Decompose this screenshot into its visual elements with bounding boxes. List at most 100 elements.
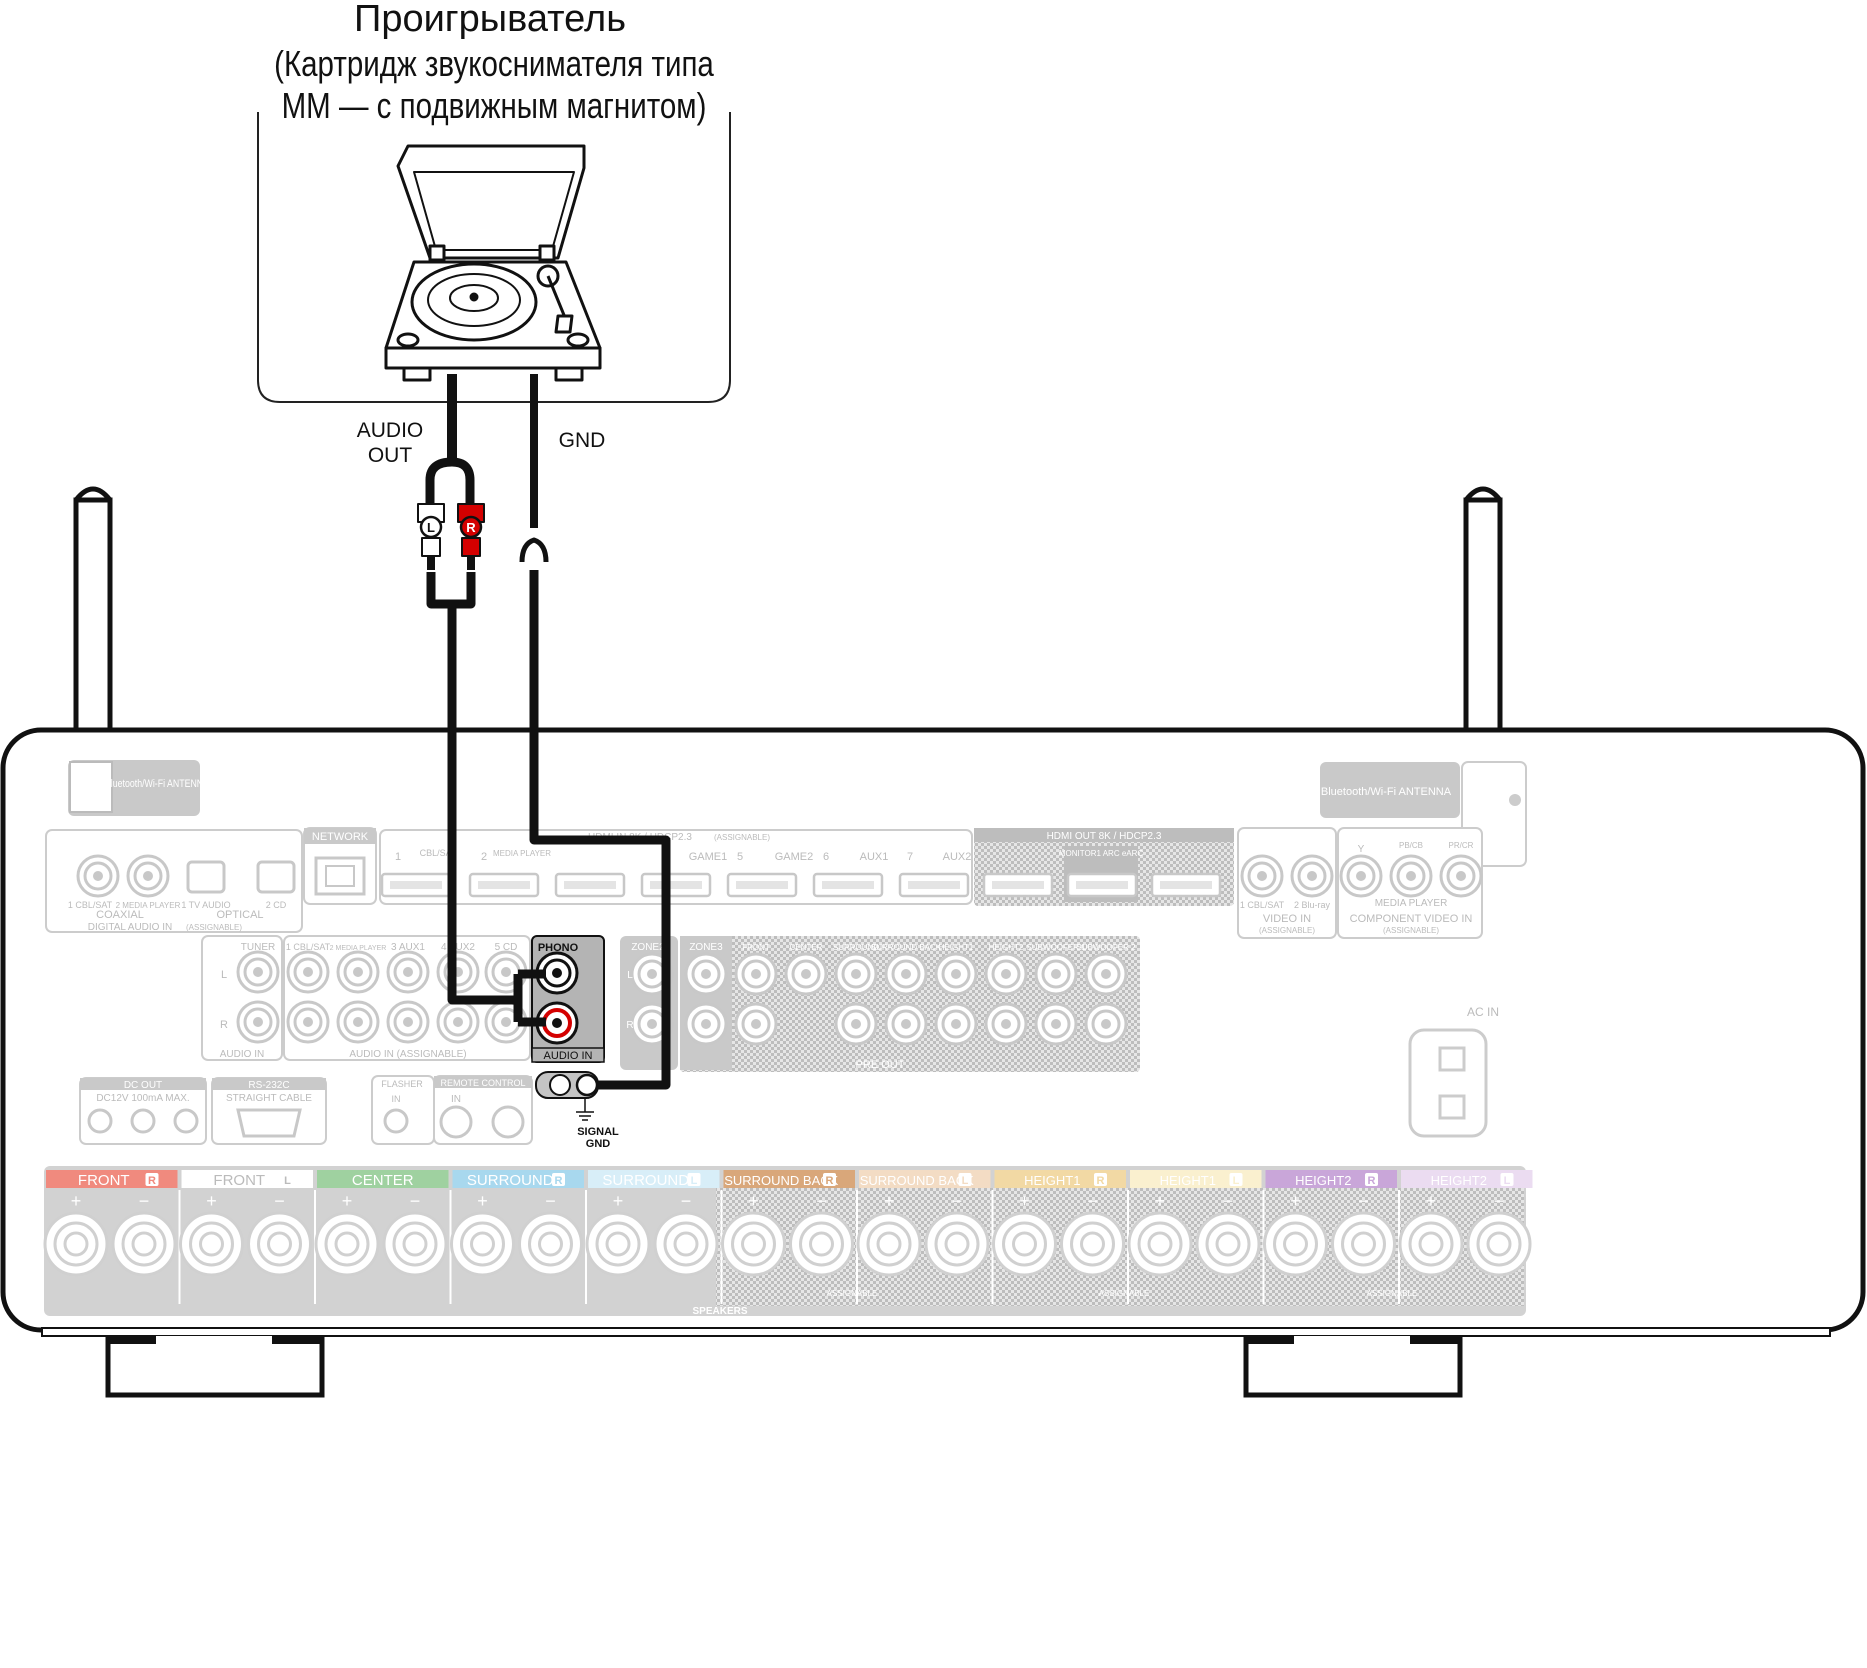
speaker-group-label: SURROUND BACK	[860, 1173, 974, 1188]
minus-sign: −	[139, 1191, 150, 1211]
minus-sign: −	[274, 1191, 285, 1211]
minus-sign: −	[681, 1191, 692, 1211]
speaker-group-label: CENTER	[352, 1172, 414, 1189]
pre-out-jack	[934, 1002, 978, 1046]
plus-sign: +	[748, 1191, 759, 1211]
assignable-label-2: ASSIGNABLE	[1099, 1289, 1150, 1298]
component-pr-label: PR/CR	[1449, 841, 1474, 850]
speaker-terminal-plus	[1127, 1211, 1193, 1277]
audio-in-5-label: 5 CD	[495, 942, 518, 953]
hdmi-in-1-num: 1	[395, 851, 401, 863]
pre-out-label-8: SUBWOOFER 2	[1076, 943, 1136, 952]
speaker-channel-badge: R	[1368, 1175, 1376, 1187]
speaker-terminal-plus	[314, 1211, 380, 1277]
speaker-channel-badge: R	[826, 1175, 834, 1187]
turntable-group: Проигрыватель (Картридж звукоснимателя т…	[257, 0, 731, 403]
digital-label-4: 2 CD	[266, 900, 287, 910]
turntable-bracket	[257, 112, 731, 403]
dc-out-label: DC OUT	[124, 1080, 162, 1091]
signal-gnd-terminal[interactable]: SIGNAL GND	[535, 1071, 619, 1150]
plus-sign: +	[1155, 1191, 1166, 1211]
pre-out-jack	[734, 952, 778, 996]
hdmi-in-2-label: MEDIA PLAYER	[493, 849, 551, 858]
plus-sign: +	[1426, 1191, 1437, 1211]
speaker-terminal-plus	[721, 1211, 786, 1277]
remote-out-label: OUT	[497, 1094, 518, 1105]
receiver-rear-panel: Bluetooth/Wi-Fi ANTENNA Bluetooth/Wi-Fi …	[0, 486, 1866, 1398]
coaxial-label: COAXIAL	[96, 909, 144, 921]
minus-sign: −	[410, 1191, 421, 1211]
pre-out-jack	[1084, 1002, 1128, 1046]
flasher-in-label: IN	[392, 1094, 401, 1104]
plug-r-label: R	[466, 520, 476, 535]
network-label: NETWORK	[312, 831, 369, 843]
audio-in-2-label: 2 MEDIA PLAYER	[330, 945, 387, 952]
pre-out-jack	[1084, 952, 1128, 996]
speaker-terminal-plus	[1263, 1211, 1328, 1277]
pre-out-jack	[1034, 1002, 1078, 1046]
speaker-terminal-minus	[653, 1211, 719, 1277]
minus-sign: −	[1358, 1191, 1369, 1211]
rca-plug-l: L	[417, 503, 445, 570]
hdmi-in-assignable: (ASSIGNABLE)	[714, 833, 770, 842]
speaker-terminal-minus	[789, 1211, 854, 1277]
speaker-channel-badge: R	[148, 1175, 156, 1187]
pre-out-jack	[884, 1002, 928, 1046]
speaker-channel-badge: R	[1097, 1175, 1105, 1187]
video-label-2: 2 Blu-ray	[1294, 900, 1331, 910]
audio-out-label-2: OUT	[368, 444, 413, 467]
plus-sign: +	[884, 1191, 895, 1211]
digital-audio-in-label: DIGITAL AUDIO IN	[88, 922, 172, 933]
speaker-terminal-minus	[382, 1211, 448, 1277]
pre-out-jack	[934, 952, 978, 996]
zone2-label: ZONE2	[631, 942, 665, 953]
plus-sign: +	[1019, 1191, 1030, 1211]
hdmi-in-7-num: 7	[907, 851, 913, 863]
signal-gnd-label-1: SIGNAL	[577, 1126, 619, 1138]
minus-sign: −	[1494, 1191, 1505, 1211]
zone3-label: ZONE3	[689, 942, 723, 953]
speaker-channel-badge: L	[962, 1175, 969, 1187]
hdmi-out-label: HDMI OUT 8K / HDCP2.3	[1047, 831, 1162, 842]
pre-out-label-1: FRONT	[742, 943, 770, 952]
speaker-group-label: HEIGHT1	[1024, 1173, 1080, 1188]
tuner-audio-in-label: AUDIO IN	[220, 1049, 264, 1060]
audio-in-1-label: 1 CBL/SAT	[286, 942, 331, 952]
hdmi-in-2-num: 2	[481, 851, 487, 863]
flasher-label: FLASHER	[381, 1079, 423, 1089]
audio-out-label-1: AUDIO	[357, 419, 424, 442]
ac-in-label: AC IN	[1467, 1005, 1499, 1019]
minus-sign: −	[816, 1191, 827, 1211]
assignable-label-1: ASSIGNABLE	[827, 1289, 878, 1298]
pre-out-label-6: HEIGHT2	[989, 943, 1024, 952]
hdmi-in-section: HDMI IN 8K / HDCP2.3 (ASSIGNABLE) 1 CBL/…	[379, 829, 973, 905]
digital-label-2: 2 MEDIA PLAYER	[116, 901, 181, 910]
video-in-label: VIDEO IN	[1263, 913, 1311, 925]
speaker-group-label: SURROUND BACK	[724, 1173, 838, 1188]
dc-out-spec: DC12V 100mA MAX.	[96, 1093, 189, 1104]
turntable-icon	[384, 144, 602, 382]
minus-sign: −	[1223, 1191, 1234, 1211]
speaker-terminal-minus	[247, 1211, 312, 1277]
zone2-l: L	[627, 970, 633, 981]
digital-audio-in-section: 1 CBL/SAT 2 MEDIA PLAYER 1 TV AUDIO 2 CD…	[45, 829, 303, 933]
hdmi-out-section: HDMI OUT 8K / HDCP2.3 MONITOR1 ARC eARC	[974, 828, 1234, 906]
pre-out-label-3: SURROUND	[833, 943, 879, 952]
plus-sign: +	[613, 1191, 624, 1211]
plus-sign: +	[1290, 1191, 1301, 1211]
hdmi-in-5-label: GAME1	[689, 851, 728, 863]
receiver-foot-right	[1243, 1336, 1463, 1398]
speaker-terminal-plus	[992, 1211, 1057, 1277]
hdmi-in-6-label: GAME2	[775, 851, 814, 863]
speaker-channel-badge: L	[1504, 1175, 1511, 1187]
zone2-r: R	[626, 1020, 633, 1031]
antenna-left-label: Bluetooth/Wi-Fi ANTENNA	[105, 778, 209, 790]
phono-input[interactable]: PHONO AUDIO IN	[531, 935, 605, 1063]
turntable-subtitle-2: ММ — с подвижным магнитом)	[282, 85, 707, 125]
pre-out-jack	[984, 952, 1028, 996]
